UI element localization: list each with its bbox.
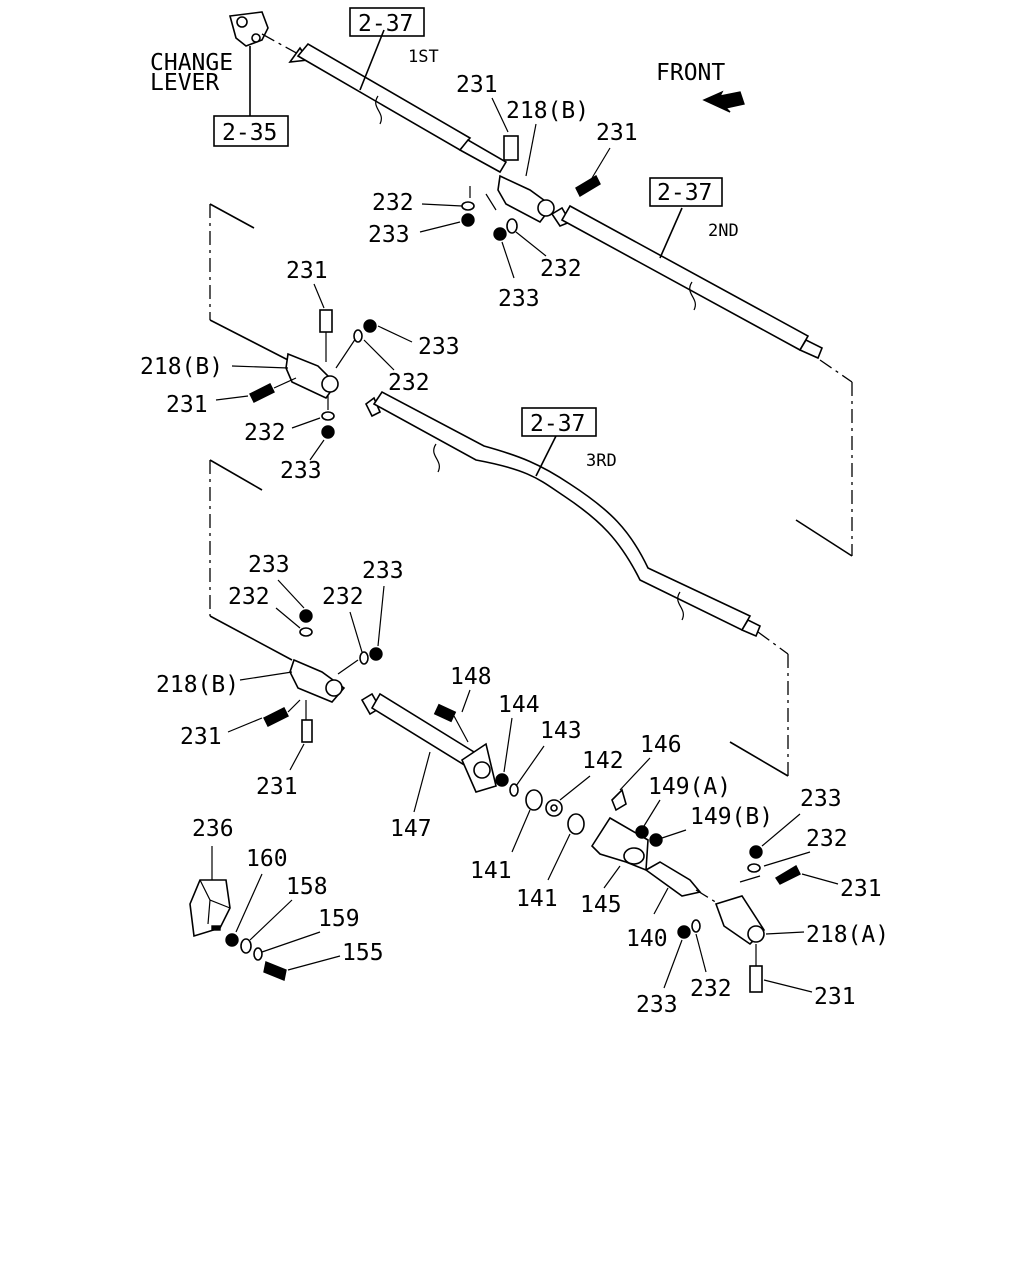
joint-140-218a xyxy=(644,845,801,993)
callout-233: 233 xyxy=(362,558,404,584)
callout-232: 232 xyxy=(806,826,848,852)
parts-144-141 xyxy=(495,773,585,835)
change-lever-bracket xyxy=(228,11,269,116)
callout-232: 232 xyxy=(322,584,364,610)
callout-231: 231 xyxy=(596,120,638,146)
callout-233: 233 xyxy=(368,222,410,248)
callout-231: 231 xyxy=(180,724,222,750)
callout-144: 144 xyxy=(498,692,540,718)
callout-218a: 218(A) xyxy=(806,922,889,948)
svg-text:2-37: 2-37 xyxy=(657,180,712,206)
rod-2nd-label: 2ND xyxy=(708,221,739,241)
callout-233: 233 xyxy=(498,286,540,312)
universal-joint-2 xyxy=(249,309,377,439)
shaft-147 xyxy=(360,692,497,793)
rod-1st-label: 1ST xyxy=(408,47,439,67)
callout-232: 232 xyxy=(228,584,270,610)
callout-159: 159 xyxy=(318,906,360,932)
rod-2nd-ref-box: 2-37 xyxy=(649,177,723,207)
rod-1st-ref-box: 2-37 xyxy=(349,7,425,37)
callout-218b: 218(B) xyxy=(140,354,223,380)
lever-ref-box: 2-35 xyxy=(213,115,289,147)
callout-233: 233 xyxy=(418,334,460,360)
callout-218b: 218(B) xyxy=(156,672,239,698)
rod-1st xyxy=(261,29,508,174)
bracket-145 xyxy=(590,788,663,872)
rod-3rd xyxy=(364,390,789,777)
callout-236: 236 xyxy=(192,816,234,842)
change-lever-label-2: LEVER xyxy=(150,70,219,96)
callout-141: 141 xyxy=(470,858,512,884)
callout-233: 233 xyxy=(248,552,290,578)
svg-text:2-35: 2-35 xyxy=(222,120,277,146)
change-lever-label: CHANGE xyxy=(150,50,233,76)
callout-231: 231 xyxy=(256,774,298,800)
rod-3rd-ref-box: 2-37 xyxy=(521,407,597,437)
callout-147: 147 xyxy=(390,816,432,842)
callout-232: 232 xyxy=(372,190,414,216)
callout-231: 231 xyxy=(456,72,498,98)
front-label: FRONT xyxy=(656,60,725,86)
callout-233: 233 xyxy=(800,786,842,812)
callout-143: 143 xyxy=(540,718,582,744)
universal-joint-3 xyxy=(263,609,383,743)
callout-155: 155 xyxy=(342,940,384,966)
callout-140: 140 xyxy=(626,926,668,952)
callout-149b: 149(B) xyxy=(690,804,773,830)
callout-218b: 218(B) xyxy=(506,98,589,124)
callout-231: 231 xyxy=(166,392,208,418)
callout-148: 148 xyxy=(450,664,492,690)
callout-233: 233 xyxy=(636,992,678,1018)
callout-233: 233 xyxy=(280,458,322,484)
svg-text:2-37: 2-37 xyxy=(530,411,585,437)
callout-146: 146 xyxy=(640,732,682,758)
rod-2nd xyxy=(550,204,853,557)
block-236 xyxy=(189,879,287,981)
front-arrow-icon xyxy=(702,90,745,113)
callout-158: 158 xyxy=(286,874,328,900)
callout-160: 160 xyxy=(246,846,288,872)
callout-145: 145 xyxy=(580,892,622,918)
bracket-lines-upper xyxy=(209,203,289,361)
callout-232: 232 xyxy=(244,420,286,446)
callout-231: 231 xyxy=(840,876,882,902)
callout-232: 232 xyxy=(388,370,430,396)
callout-142: 142 xyxy=(582,748,624,774)
bracket-lines-lower xyxy=(209,459,293,661)
callout-231: 231 xyxy=(286,258,328,284)
rod-3rd-label: 3RD xyxy=(586,451,617,471)
svg-text:2-37: 2-37 xyxy=(358,11,413,37)
universal-joint-1 xyxy=(497,135,601,224)
callout-231: 231 xyxy=(814,984,856,1010)
callout-141: 141 xyxy=(516,886,558,912)
callout-232: 232 xyxy=(540,256,582,282)
callout-149a: 149(A) xyxy=(648,774,731,800)
callout-232: 232 xyxy=(690,976,732,1002)
